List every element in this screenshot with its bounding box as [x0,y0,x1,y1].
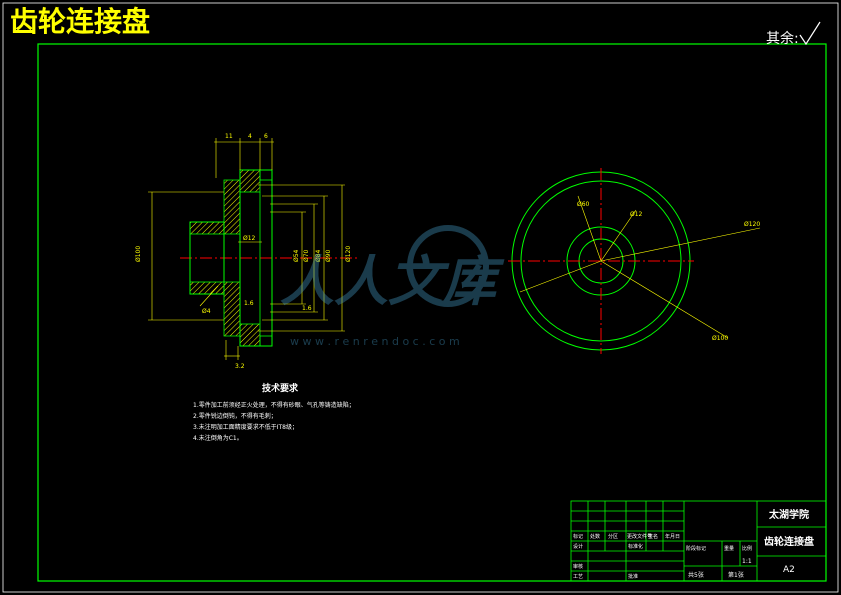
stage-header: 重量 [724,545,734,552]
dim-label: Ø120 [744,221,760,228]
note-item: 3.未注明加工面精度要求不低于IT8级； [193,423,298,431]
sheet-total: 共5张 [688,571,704,579]
front-view: Ø120 Ø100 Ø60 Ø12 [508,168,760,354]
roughness-note: 其余: [766,30,799,47]
roughness-symbol-icon [799,21,821,46]
drawing-title: 齿轮连接盘 [10,5,150,38]
stage-header: 阶段标记 [686,545,706,552]
sheet-size: A2 [783,565,795,575]
stage-header: 比例 [742,545,752,552]
rim-outline [239,169,273,347]
dim-label: 1.6 [244,300,254,307]
dim-label: 6 [264,133,268,140]
header-cell: 签名 [648,533,658,540]
row-label: 工艺 [573,574,583,580]
row-label: 设计 [573,543,583,550]
flange-hatch-top [223,179,241,235]
scale-value: 1:1 [742,558,752,565]
dim-label: Ø120 [345,246,352,262]
section-dimensions [148,138,345,360]
title-block [570,500,827,582]
leader-line [600,260,729,339]
dim-label: Ø4 [202,308,211,315]
sign-label: 标准化 [628,543,643,550]
dim-label: Ø84 [315,249,322,262]
header-cell: 标记 [573,533,583,540]
leader-line [600,209,637,262]
inner-border [37,43,827,582]
row-label: 审核 [573,563,583,570]
rim-lip-top [259,169,273,181]
dim-label: Ø60 [577,201,590,208]
section-view: Ø100 Ø120 Ø90 Ø84 Ø70 Ø54 11 4 6 Ø12 1.6… [135,133,360,370]
dim-label: Ø54 [293,249,300,262]
flange-hatch-bottom [223,281,241,337]
watermark-text: 人人文库 [280,249,505,313]
dim-label: Ø90 [325,249,332,262]
header-cell: 分区 [608,533,618,540]
notes-heading: 技术要求 [262,382,299,394]
note-item: 1.零件加工前须经正火处理，不得有砂眼、气孔等铸造缺陷； [193,401,355,409]
rim-bottom [239,323,261,347]
sheet-number: 第1张 [728,571,744,579]
header-cell: 处数 [590,533,600,540]
watermark-url: w w w . r e n r e n d o c . c o m [290,335,460,348]
header-cell: 更改文件号 [627,533,652,540]
dim-label: Ø100 [712,335,728,342]
hub-hatch-top [189,221,225,235]
leader-line [519,260,602,293]
part-name: 齿轮连接盘 [764,535,814,548]
school-name: 太湖学院 [768,508,809,521]
dim-label: 3.2 [235,363,245,370]
rim-lip-bottom [259,335,273,347]
sign-label: 批准 [628,573,638,580]
dim-label: 4 [248,133,252,140]
dim-label: Ø12 [630,211,643,218]
watermark-logo-icon [407,225,489,307]
leader-line [600,227,761,262]
note-item: 2.零件锐边倒钝，不得有毛刺； [193,412,277,420]
hub-hatch-bottom [189,281,225,295]
note-item: 4.未注倒角为C1。 [193,434,243,442]
dim-label: 11 [225,133,233,140]
rim-circle [520,180,682,342]
technical-notes: 技术要求 1.零件加工前须经正火处理，不得有砂眼、气孔等铸造缺陷； 2.零件锐边… [193,382,355,442]
dim-label: 1.6 [302,305,312,312]
header-cell: 年月日 [665,533,680,540]
dim-label: Ø70 [303,249,310,262]
dim-label: Ø100 [135,246,142,262]
watermark: 人人文库 w w w . r e n r e n d o c . c o m [280,225,505,348]
dim-label: Ø12 [243,235,256,242]
leader-line [577,195,602,262]
rim-top [239,169,261,193]
